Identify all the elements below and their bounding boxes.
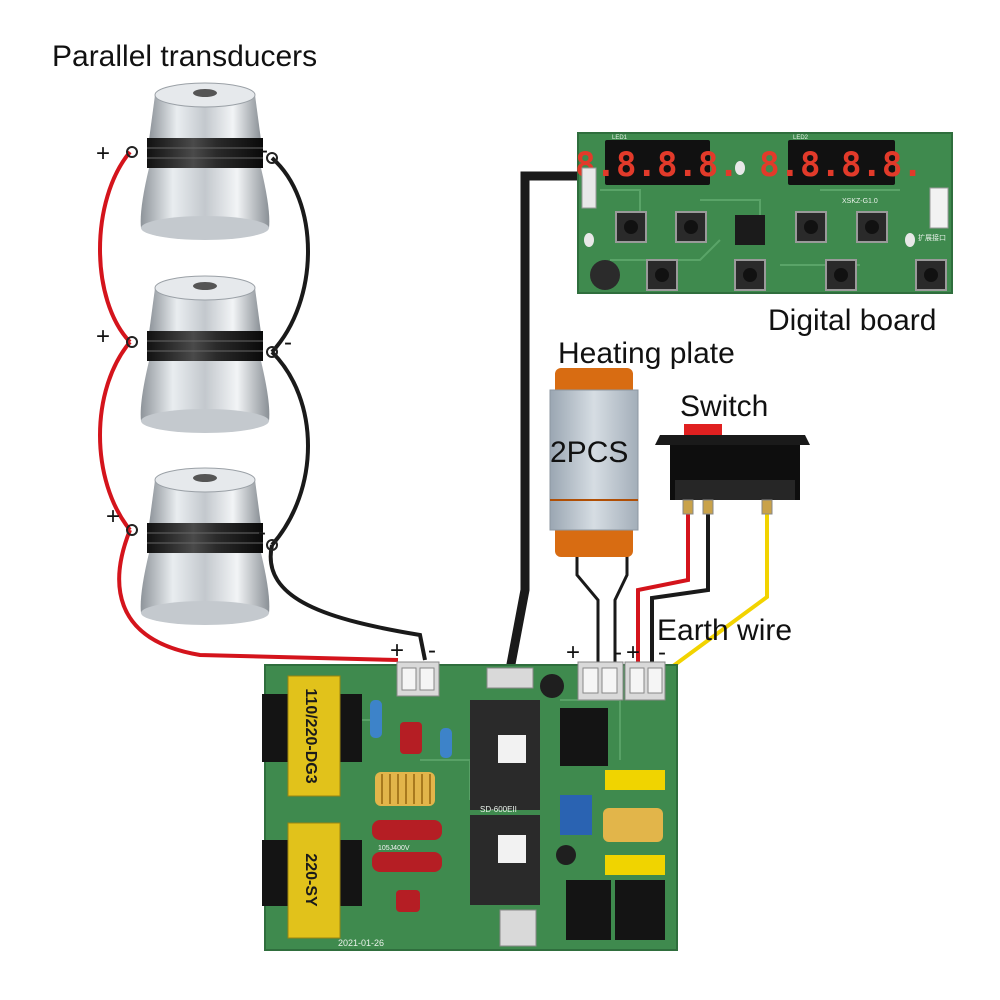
transducer-1: [126, 82, 278, 241]
out-plus-sign: +: [390, 637, 404, 664]
transducer-wires: [98, 150, 427, 662]
heating-plate: [549, 368, 639, 557]
t1-plus-sign: +: [96, 140, 110, 167]
transducer-3: [126, 467, 278, 626]
pcb-model-label: XSKZ-G1.0: [842, 198, 878, 205]
date-code-label: 2021-01-26: [338, 938, 384, 948]
display-1: 8.8.8.8.: [575, 145, 739, 185]
t2-plus-sign: +: [96, 323, 110, 350]
t3-plus-sign: +: [106, 503, 120, 530]
transformer-2-label: 220-SY: [302, 853, 319, 907]
heatsink-label: SD-600EII: [480, 805, 517, 814]
digital-board-cable: [503, 171, 588, 681]
t3-minus-sign: -: [258, 519, 266, 546]
heater-wires: [575, 555, 629, 670]
heating-plate-label: Heating plate: [558, 337, 735, 370]
pcb-led1-label: LED1: [612, 135, 628, 141]
display-2: 8.8.8.8.: [759, 145, 923, 185]
switch-wires: [636, 512, 769, 674]
t2-minus-sign: -: [284, 329, 292, 356]
rocker-switch: [655, 424, 810, 515]
heat-plus-sign: +: [566, 639, 580, 666]
cap-label: 105J400V: [378, 845, 410, 852]
main-board-pcb: 110/220-DG3 220-SY 105J400V SD-600EII: [262, 661, 678, 951]
out-minus-sign: -: [428, 637, 436, 664]
t1-minus-sign: -: [260, 137, 268, 164]
transducer-2: [126, 275, 278, 434]
digital-board-pcb: 8.8.8.8. 8.8.8.8. LED1 LED2 XSKZ-G1.0 扩展…: [575, 132, 953, 294]
parallel-transducers-label: Parallel transducers: [52, 40, 317, 73]
transformer-1-label: 110/220-DG3: [302, 688, 319, 783]
two-pcs-label: 2PCS: [550, 436, 628, 469]
digital-board-label: Digital board: [768, 304, 936, 337]
earth-wire-label: Earth wire: [657, 614, 792, 647]
pcb-expand-label: 扩展接口: [918, 233, 946, 242]
pcb-led2-label: LED2: [793, 135, 809, 141]
switch-label: Switch: [680, 390, 768, 423]
pwr-plus-sign: +: [626, 639, 640, 666]
heat-minus-sign: -: [614, 639, 622, 666]
pwr-minus-sign: -: [658, 639, 666, 666]
